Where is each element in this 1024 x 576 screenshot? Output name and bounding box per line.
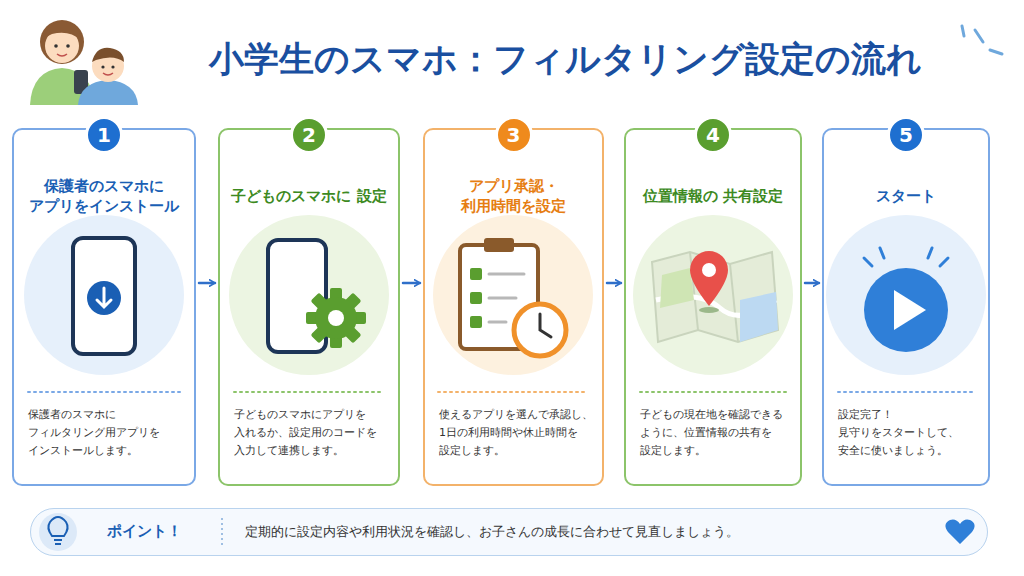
step-card: スタート設定完了！ 見守りをスタートして、 安全に使いましょう。5 <box>822 128 990 486</box>
step-description: 設定完了！ 見守りをスタートして、 安全に使いましょう。 <box>838 406 978 460</box>
step-number: 4 <box>694 116 732 154</box>
point-label: ポイント！ <box>107 522 182 541</box>
step-description: 子どものスマホにアプリを 入れるか、設定用のコードを 入力して連携します。 <box>234 406 388 460</box>
callout-number: 5 <box>899 123 913 147</box>
sparkle-lines <box>962 26 1002 54</box>
point-bar: ポイント！ 定期的に設定内容や利用状況を確認し、お子さんの成長に合わせて見直しまし… <box>30 508 988 556</box>
step-number: 5 <box>887 116 925 154</box>
step-heading: スタート <box>832 168 980 224</box>
gear-hole <box>328 310 344 326</box>
callout-number: 1 <box>97 123 111 147</box>
flow-arrow <box>199 282 215 285</box>
callout-number: 3 <box>507 123 521 147</box>
point-divider <box>221 518 223 546</box>
card-separators <box>28 391 974 393</box>
card-illustrations <box>24 215 986 375</box>
step-heading: アプリ承認・ 利用時間を設定 <box>433 168 594 224</box>
step-number: 1 <box>85 116 123 154</box>
step-description: 保護者のスマホに フィルタリング用アプリを インストールします。 <box>28 406 184 460</box>
heart-icon <box>945 520 974 545</box>
step-heading: 位置情報の 共有設定 <box>634 168 792 224</box>
step-card: アプリ承認・ 利用時間を設定使えるアプリを選んで承認し、 1日の利用時間や休止時… <box>423 128 604 486</box>
point-ground <box>30 508 988 556</box>
step-heading: 保護者のスマホに アプリをインストール <box>22 168 186 224</box>
gear-body <box>315 297 357 339</box>
family-illustration <box>30 20 138 105</box>
point-note: 定期的に設定内容や利用状況を確認し、お子さんの成長に合わせて見直しましょう。 <box>245 523 739 541</box>
step-heading: 子どものスマホに 設定 <box>228 168 390 224</box>
step-description: 子どもの現在地を確認できる ように、位置情報の共有を 設定します。 <box>640 406 790 460</box>
step-card: 子どものスマホに 設定子どものスマホにアプリを 入れるか、設定用のコードを 入力… <box>218 128 400 486</box>
step-card: 位置情報の 共有設定子どもの現在地を確認できる ように、位置情報の共有を 設定し… <box>624 128 802 486</box>
callout-number: 4 <box>706 123 720 147</box>
diagram-title: 小学生のスマホ：フィルタリング設定の流れ <box>150 36 980 83</box>
step-description: 使えるアプリを選んで承認し、 1日の利用時間や休止時間を 設定します。 <box>439 406 592 460</box>
step-number: 2 <box>290 116 328 154</box>
step-number: 3 <box>495 116 533 154</box>
step-card: 保護者のスマホに アプリをインストール保護者のスマホに フィルタリング用アプリを… <box>12 128 196 486</box>
flow-arrow <box>403 282 420 285</box>
flow-arrow <box>805 282 819 285</box>
bulb-icon <box>39 513 77 551</box>
callout-number: 2 <box>302 123 316 147</box>
flow-arrow <box>607 282 621 285</box>
